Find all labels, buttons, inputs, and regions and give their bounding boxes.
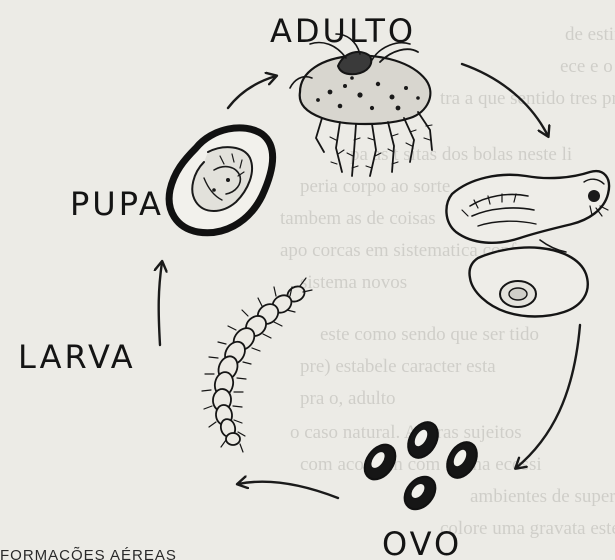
- arrow-host-to-egg: [516, 325, 580, 468]
- label-egg: OVO: [382, 525, 462, 560]
- egg: [358, 439, 401, 485]
- arrow-larva-to-pupa: [159, 262, 162, 345]
- bleed-line: colore uma gravata esterior: [440, 518, 615, 539]
- label-pupa: PUPA: [70, 185, 164, 223]
- egg: [398, 471, 441, 515]
- bleed-line: peria corpo ao sorte: [300, 176, 450, 197]
- bleed-line: pra o, adulto: [300, 388, 396, 409]
- label-larva: LARVA: [18, 338, 136, 376]
- arrow-pupa-to-adult: [228, 76, 276, 108]
- figure-caption: FORMAÇÕES AÉREAS: [0, 547, 177, 560]
- bleed-line: ece e o corpo sobre recondu sor: [560, 56, 615, 77]
- egg: [441, 437, 483, 483]
- bleed-line: pre) estabele caracter esta: [300, 356, 496, 377]
- bleed-line: de estimulada, de bloco pecage do: [565, 24, 615, 45]
- bleed-line: este como sendo que ser tido: [320, 324, 539, 345]
- bleed-line: pa as t sitas dos bolas neste li: [350, 144, 572, 165]
- bleed-line: tambem as de coisas: [280, 208, 436, 229]
- pupa-cocoon-illustration: [169, 128, 272, 233]
- arrow-egg-to-larva: [238, 482, 338, 498]
- bleed-line: o caso natural. Alteras sujeitos: [290, 422, 522, 443]
- bleed-line: ambientes de superficie: [470, 486, 615, 507]
- bleed-line: sistema novos: [300, 272, 407, 293]
